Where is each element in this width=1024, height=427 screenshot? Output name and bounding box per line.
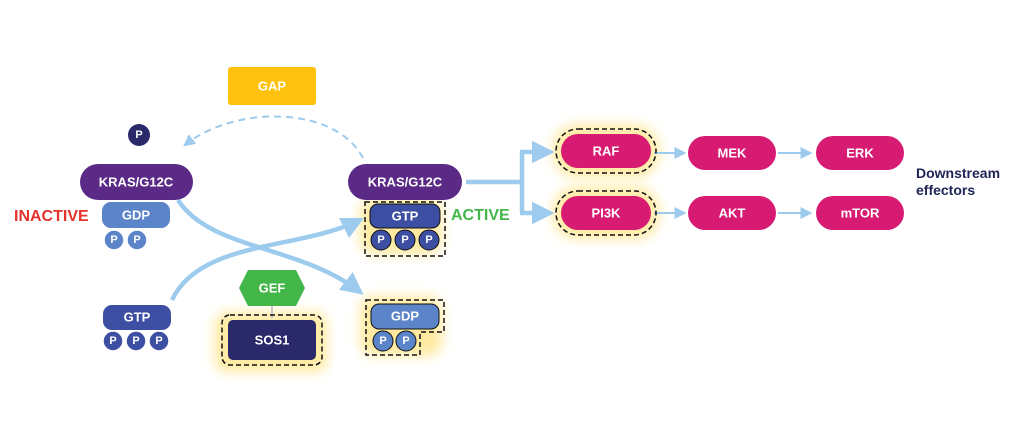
erk-node: ERK xyxy=(816,136,904,170)
svg-text:KRAS/G12C: KRAS/G12C xyxy=(99,175,174,190)
gtp-loading-arrow xyxy=(169,217,365,301)
gtp-bound-right: GTP P P P xyxy=(364,201,446,257)
raf-node: RAF xyxy=(555,128,657,174)
svg-text:P: P xyxy=(135,129,142,141)
svg-text:GDP: GDP xyxy=(122,208,151,223)
svg-text:mTOR: mTOR xyxy=(841,206,880,221)
svg-text:KRAS/G12C: KRAS/G12C xyxy=(368,175,443,190)
svg-text:P: P xyxy=(133,234,140,246)
inactive-label: INACTIVE xyxy=(14,208,89,225)
pathway-arrows xyxy=(169,115,813,318)
gdp-release-arrow xyxy=(176,198,364,295)
svg-text:P: P xyxy=(402,335,409,347)
mtor-node: mTOR xyxy=(816,196,904,230)
akt-node: AKT xyxy=(688,196,776,230)
svg-text:P: P xyxy=(425,234,432,246)
svg-text:RAF: RAF xyxy=(593,144,620,159)
gdp-released: GDP P P xyxy=(365,299,445,356)
free-phosphate: P xyxy=(128,124,150,146)
pi3k-node: PI3K xyxy=(555,190,657,236)
kras-active-node: KRAS/G12C xyxy=(348,164,462,200)
svg-text:P: P xyxy=(110,234,117,246)
svg-text:PI3K: PI3K xyxy=(592,206,622,221)
svg-text:P: P xyxy=(379,335,386,347)
sos1-node: SOS1 xyxy=(221,314,323,366)
mek-node: MEK xyxy=(688,136,776,170)
gdp-bound-left: GDP P P xyxy=(102,202,170,251)
svg-text:ERK: ERK xyxy=(846,146,874,161)
svg-text:P: P xyxy=(155,335,162,347)
gap-node: GAP xyxy=(228,67,316,105)
gap-hydrolysis-arrow xyxy=(183,115,364,159)
branch-arrow xyxy=(466,152,525,213)
svg-text:SOS1: SOS1 xyxy=(255,333,290,348)
kras-inactive-node: KRAS/G12C xyxy=(80,164,193,200)
downstream-label-line1: Downstream xyxy=(916,165,1000,181)
svg-text:GTP: GTP xyxy=(392,209,419,224)
svg-text:P: P xyxy=(132,335,139,347)
gef-node: GEF xyxy=(239,270,305,306)
svg-text:GEF: GEF xyxy=(259,281,286,296)
svg-text:P: P xyxy=(377,234,384,246)
gtp-free: GTP P P P xyxy=(102,305,171,352)
active-label: ACTIVE xyxy=(451,207,510,224)
svg-text:MEK: MEK xyxy=(718,146,748,161)
svg-text:GDP: GDP xyxy=(391,309,420,324)
svg-text:GTP: GTP xyxy=(124,310,151,325)
svg-text:AKT: AKT xyxy=(719,206,746,221)
svg-text:P: P xyxy=(109,335,116,347)
svg-text:GAP: GAP xyxy=(258,79,287,94)
svg-text:P: P xyxy=(401,234,408,246)
downstream-label-line2: effectors xyxy=(916,182,975,198)
